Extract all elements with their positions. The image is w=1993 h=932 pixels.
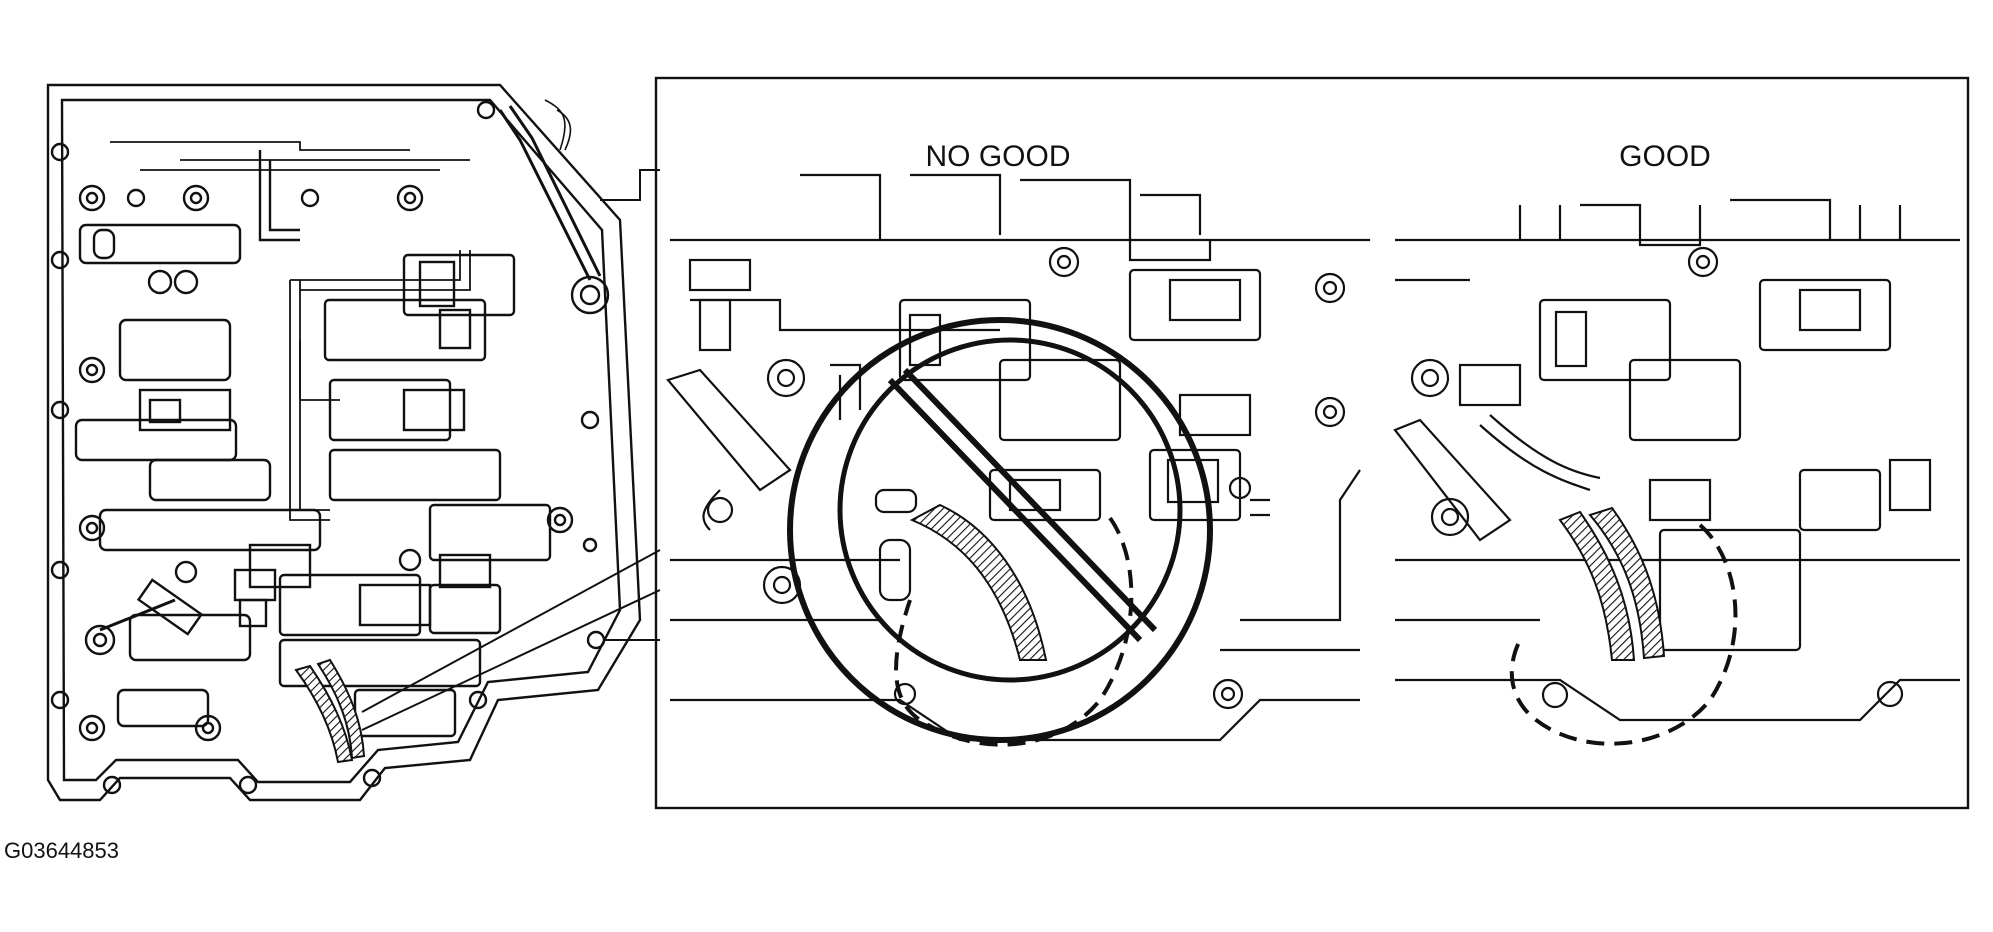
valve-body-overview xyxy=(46,83,661,802)
overview-solenoids xyxy=(138,253,552,738)
good-harness xyxy=(1558,510,1636,661)
perimeter-bolts xyxy=(50,100,606,795)
prohibition-symbol xyxy=(787,317,1213,743)
good-detail xyxy=(1393,198,1960,746)
no-good-harness xyxy=(909,503,1048,661)
figure-code: G03644853 xyxy=(4,838,119,863)
interior-bolts xyxy=(78,184,610,742)
good-label: GOOD xyxy=(1619,140,1711,173)
callout-wedge xyxy=(361,549,661,731)
no-good-label: NO GOOD xyxy=(925,140,1070,173)
overview-harness xyxy=(294,664,354,764)
detail-frame xyxy=(654,76,1970,810)
no-good-detail xyxy=(666,173,1370,747)
